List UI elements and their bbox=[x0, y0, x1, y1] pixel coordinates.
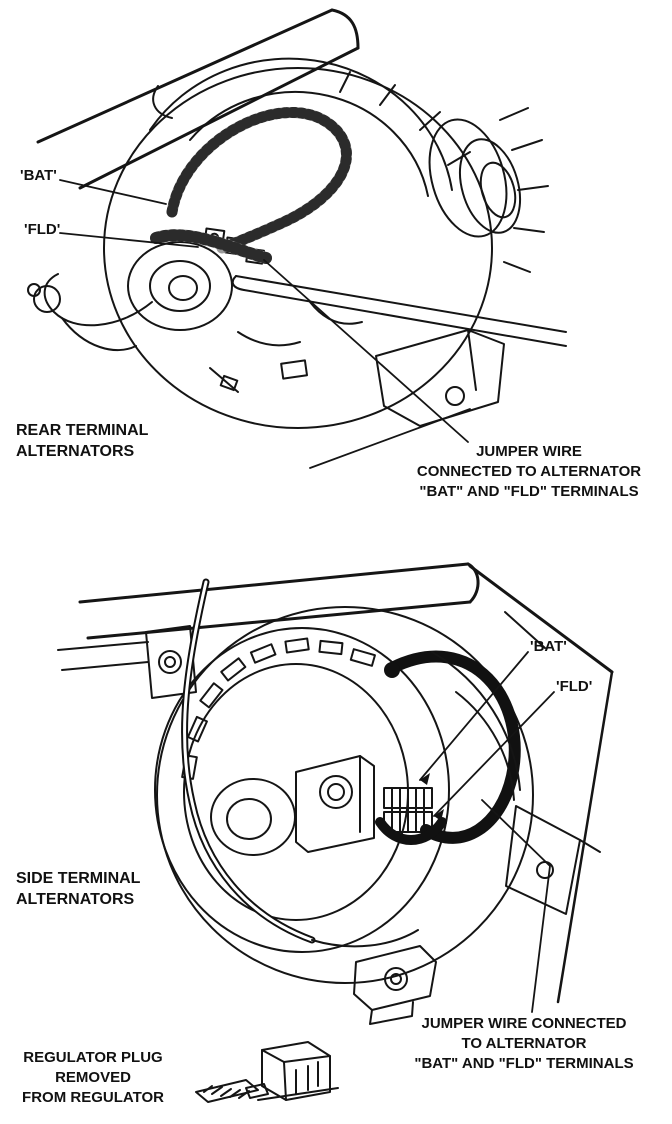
rear-jumper-leader-line-2 bbox=[309, 408, 471, 469]
rear-alternator-caption-line1: REAR TERMINAL bbox=[16, 422, 149, 439]
side-jumper-note-line1: JUMPER WIRE CONNECTED bbox=[421, 1015, 627, 1032]
side-jumper-note-line2: TO ALTERNATOR bbox=[461, 1035, 587, 1052]
rear-fld-leader-line bbox=[59, 232, 199, 248]
rear-jumper-wire-note: JUMPER WIRE CONNECTED TO ALTERNATOR "BAT… bbox=[390, 442, 668, 502]
side-jumper-note-line3: "BAT" AND "FLD" TERMINALS bbox=[414, 1055, 634, 1072]
side-jumper-wire-note: JUMPER WIRE CONNECTED TO ALTERNATOR "BAT… bbox=[383, 1014, 665, 1074]
side-fld-arrowhead bbox=[434, 809, 444, 821]
side-jumper-leader-line bbox=[481, 799, 551, 1013]
side-bat-terminal-label: 'BAT' bbox=[530, 638, 567, 655]
side-fld-leader-line bbox=[433, 691, 555, 817]
side-fld-terminal-label: 'FLD' bbox=[556, 678, 593, 695]
side-alternator-caption-line1: SIDE TERMINAL bbox=[16, 870, 141, 887]
side-terminal-alternator-illustration bbox=[57, 562, 614, 1025]
regulator-caption-line3: FROM REGULATOR bbox=[22, 1089, 164, 1106]
side-bat-arrowhead bbox=[420, 773, 430, 785]
rear-jumper-leader-line bbox=[263, 259, 469, 443]
side-alternator-caption: SIDE TERMINAL ALTERNATORS bbox=[16, 868, 140, 910]
side-alternator-caption-line2: ALTERNATORS bbox=[16, 891, 135, 908]
regulator-caption-line1: REGULATOR PLUG bbox=[23, 1049, 163, 1066]
rear-alternator-caption-line2: ALTERNATORS bbox=[16, 443, 135, 460]
rear-terminal-alternator-illustration bbox=[27, 8, 567, 469]
rear-jumper-note-line2: CONNECTED TO ALTERNATOR bbox=[416, 463, 642, 480]
rear-bat-terminal-label: 'BAT' bbox=[20, 167, 57, 184]
regulator-caption-line2: REMOVED bbox=[55, 1069, 131, 1086]
rear-fld-terminal-label: 'FLD' bbox=[24, 221, 61, 238]
rear-jumper-note-line1: JUMPER WIRE bbox=[476, 443, 582, 460]
rear-jumper-note-line3: "BAT" AND "FLD" TERMINALS bbox=[419, 483, 639, 500]
regulator-plug-illustration bbox=[195, 1041, 339, 1103]
rear-bat-leader-line bbox=[59, 179, 167, 205]
side-bat-leader-line bbox=[419, 651, 529, 781]
rear-alternator-caption: REAR TERMINAL ALTERNATORS bbox=[16, 420, 148, 462]
regulator-plug-caption: REGULATOR PLUG REMOVED FROM REGULATOR bbox=[2, 1048, 184, 1108]
